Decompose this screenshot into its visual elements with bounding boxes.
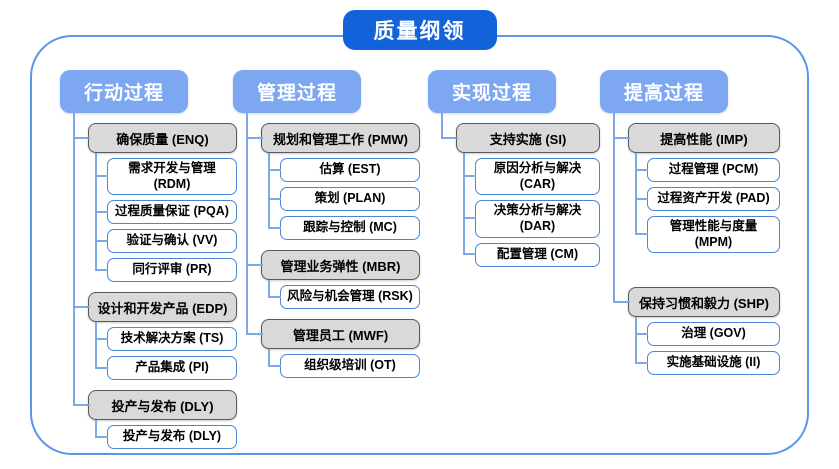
process-item-box: 风险与机会管理 (RSK) xyxy=(280,285,420,309)
process-item-box: 实施基础设施 (II) xyxy=(647,351,780,376)
process-item-box: 投产与发布 (DLY) xyxy=(107,425,237,450)
group-children: 原因分析与解决 (CAR) 决策分析与解决 (DAR) 配置管理 (CM) xyxy=(428,153,600,267)
child-slot: 技术解决方案 (TS) xyxy=(60,322,237,352)
process-item-box: 决策分析与解决 (DAR) xyxy=(475,200,600,238)
process-group-pmw: 规划和管理工作 (PMW) 估算 (EST) 策划 (PLAN) 跟踪与控制 (… xyxy=(233,113,420,240)
process-item-box: 管理性能与度量 (MPM) xyxy=(647,216,780,254)
process-item-box: 治理 (GOV) xyxy=(647,322,780,347)
group-children: 风险与机会管理 (RSK) xyxy=(233,280,420,309)
process-item-box: 配置管理 (CM) xyxy=(475,242,600,267)
group-parent-box: 支持实施 (SI) xyxy=(456,123,600,153)
group-children: 估算 (EST) 策划 (PLAN) 跟踪与控制 (MC) xyxy=(233,153,420,240)
process-item-box: 技术解决方案 (TS) xyxy=(107,327,237,352)
process-item-box: 同行评审 (PR) xyxy=(107,258,237,283)
process-group-imp: 提高性能 (IMP) 过程管理 (PCM) 过程资产开发 (PAD) 管理性能与… xyxy=(600,113,780,254)
diagram-title-badge: 质量纲领 xyxy=(342,10,497,50)
group-children: 需求开发与管理 (RDM) 过程质量保证 (PQA) 验证与确认 (VV) 同行… xyxy=(60,153,237,283)
column-action-process: 行动过程 确保质量 (ENQ) 需求开发与管理 (RDM) 过程质量保证 (PQ… xyxy=(60,70,237,450)
child-slot: 验证与确认 (VV) xyxy=(60,224,237,254)
column-body: 提高性能 (IMP) 过程管理 (PCM) 过程资产开发 (PAD) 管理性能与… xyxy=(600,113,780,376)
column-header-action: 行动过程 xyxy=(60,70,188,113)
process-group-mbr: 管理业务弹性 (MBR) 风险与机会管理 (RSK) xyxy=(233,240,420,309)
child-slot: 跟踪与控制 (MC) xyxy=(233,211,420,240)
group-parent-box: 投产与发布 (DLY) xyxy=(88,390,237,421)
group-parent-box: 管理业务弹性 (MBR) xyxy=(261,250,420,280)
child-slot: 需求开发与管理 (RDM) xyxy=(60,153,237,196)
column-improvement-process: 提高过程 提高性能 (IMP) 过程管理 (PCM) 过程资产开发 (PAD) … xyxy=(600,70,780,376)
process-item-box: 组织级培训 (OT) xyxy=(280,354,420,378)
child-slot: 过程资产开发 (PAD) xyxy=(600,182,780,211)
child-slot: 决策分析与解决 (DAR) xyxy=(428,195,600,238)
child-slot: 实施基础设施 (II) xyxy=(600,346,780,376)
group-children: 过程管理 (PCM) 过程资产开发 (PAD) 管理性能与度量 (MPM) xyxy=(600,153,780,254)
column-body: 规划和管理工作 (PMW) 估算 (EST) 策划 (PLAN) 跟踪与控制 (… xyxy=(233,113,420,378)
child-slot: 配置管理 (CM) xyxy=(428,237,600,267)
child-slot: 组织级培训 (OT) xyxy=(233,349,420,378)
child-slot: 过程质量保证 (PQA) xyxy=(60,195,237,225)
process-item-box: 验证与确认 (VV) xyxy=(107,229,237,254)
child-slot: 原因分析与解决 (CAR) xyxy=(428,153,600,196)
group-parent-box: 提高性能 (IMP) xyxy=(628,123,780,153)
process-item-box: 估算 (EST) xyxy=(280,158,420,182)
process-item-box: 需求开发与管理 (RDM) xyxy=(107,158,237,196)
group-parent-box: 管理员工 (MWF) xyxy=(261,319,420,349)
process-group-si: 支持实施 (SI) 原因分析与解决 (CAR) 决策分析与解决 (DAR) 配置… xyxy=(428,113,600,267)
group-children: 技术解决方案 (TS) 产品集成 (PI) xyxy=(60,322,237,381)
process-group-enq: 确保质量 (ENQ) 需求开发与管理 (RDM) 过程质量保证 (PQA) 验证… xyxy=(60,113,237,283)
column-header-realization: 实现过程 xyxy=(428,70,556,113)
process-group-mwf: 管理员工 (MWF) 组织级培训 (OT) xyxy=(233,309,420,378)
child-slot: 投产与发布 (DLY) xyxy=(60,420,237,450)
child-slot: 产品集成 (PI) xyxy=(60,351,237,381)
process-item-box: 原因分析与解决 (CAR) xyxy=(475,158,600,196)
child-slot: 管理性能与度量 (MPM) xyxy=(600,211,780,254)
child-slot: 过程管理 (PCM) xyxy=(600,153,780,182)
column-management-process: 管理过程 规划和管理工作 (PMW) 估算 (EST) 策划 (PLAN) 跟踪… xyxy=(233,70,420,378)
group-children: 投产与发布 (DLY) xyxy=(60,420,237,450)
process-group-dly: 投产与发布 (DLY) 投产与发布 (DLY) xyxy=(60,380,237,450)
child-slot: 风险与机会管理 (RSK) xyxy=(233,280,420,309)
column-realization-process: 实现过程 支持实施 (SI) 原因分析与解决 (CAR) 决策分析与解决 (DA… xyxy=(428,70,600,267)
group-parent-box: 保持习惯和毅力 (SHP) xyxy=(628,287,780,318)
column-header-improvement: 提高过程 xyxy=(600,70,728,113)
column-header-management: 管理过程 xyxy=(233,70,361,113)
child-slot: 策划 (PLAN) xyxy=(233,182,420,211)
group-parent-box: 确保质量 (ENQ) xyxy=(88,123,237,153)
group-parent-box: 规划和管理工作 (PMW) xyxy=(261,123,420,153)
process-group-shp: 保持习惯和毅力 (SHP) 治理 (GOV) 实施基础设施 (II) xyxy=(600,253,780,376)
column-body: 确保质量 (ENQ) 需求开发与管理 (RDM) 过程质量保证 (PQA) 验证… xyxy=(60,113,237,450)
child-slot: 治理 (GOV) xyxy=(600,317,780,347)
process-item-box: 策划 (PLAN) xyxy=(280,187,420,211)
column-body: 支持实施 (SI) 原因分析与解决 (CAR) 决策分析与解决 (DAR) 配置… xyxy=(428,113,600,267)
process-item-box: 过程质量保证 (PQA) xyxy=(107,200,237,225)
process-item-box: 产品集成 (PI) xyxy=(107,356,237,381)
group-children: 组织级培训 (OT) xyxy=(233,349,420,378)
process-group-edp: 设计和开发产品 (EDP) 技术解决方案 (TS) 产品集成 (PI) xyxy=(60,282,237,381)
process-item-box: 过程管理 (PCM) xyxy=(647,158,780,182)
child-slot: 同行评审 (PR) xyxy=(60,253,237,283)
group-children: 治理 (GOV) 实施基础设施 (II) xyxy=(600,317,780,376)
process-item-box: 过程资产开发 (PAD) xyxy=(647,187,780,211)
group-parent-box: 设计和开发产品 (EDP) xyxy=(88,292,237,323)
process-item-box: 跟踪与控制 (MC) xyxy=(280,216,420,240)
child-slot: 估算 (EST) xyxy=(233,153,420,182)
